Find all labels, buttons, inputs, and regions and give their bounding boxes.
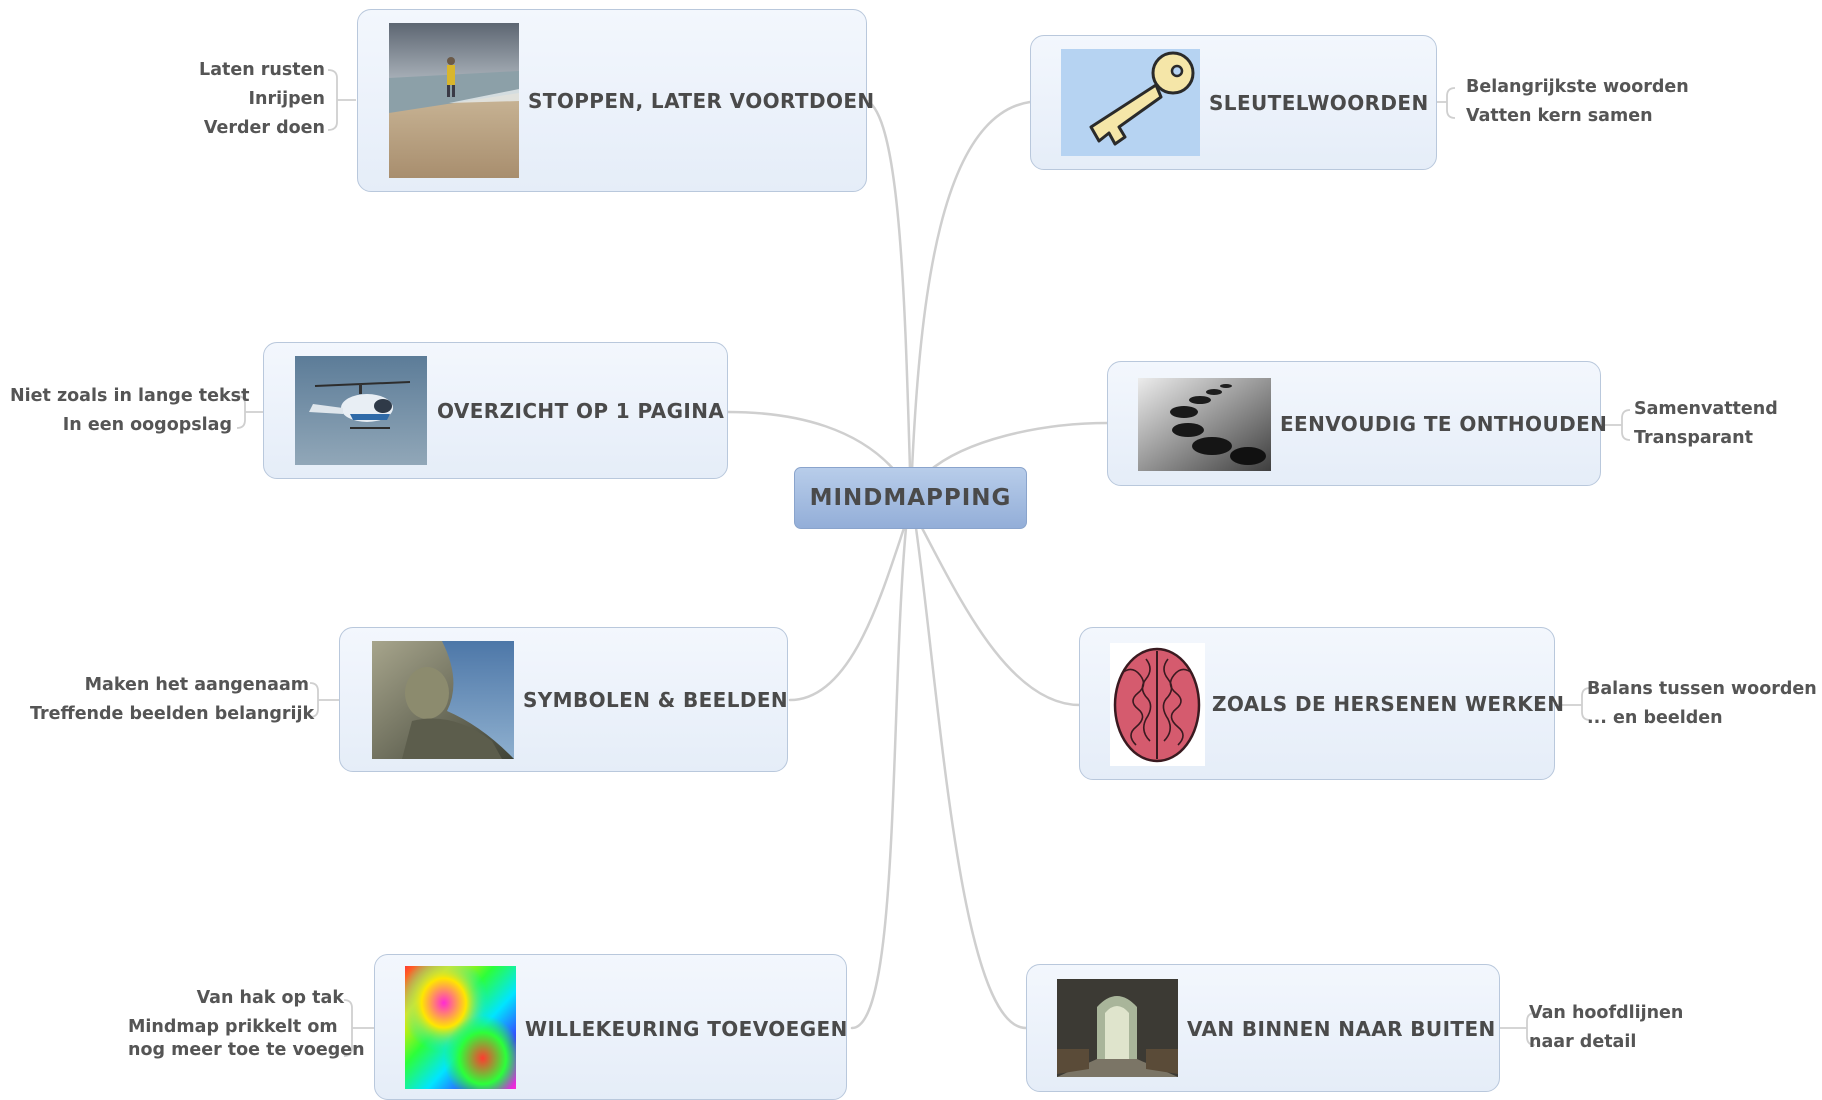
connector-symbolen [788, 526, 906, 702]
subtopic-item[interactable]: Verder doen [203, 118, 325, 138]
topic-binnen[interactable]: VAN BINNEN NAAR BUITEN [1026, 964, 1500, 1092]
subtopic-item[interactable]: Treffende beelden belangrijk [30, 704, 315, 724]
connector-hersenen [920, 526, 1082, 707]
subtopics-willekeuring: Van hak op tak Mindmap prikkelt om nog m… [100, 987, 365, 1062]
connector-overzicht [726, 410, 898, 474]
topic-symbolen[interactable]: SYMBOLEN & BEELDEN [339, 627, 788, 772]
topic-label: WILLEKEURING TOEVOEGEN [525, 1017, 848, 1041]
subtopic-item[interactable]: Maken het aangenaam [84, 675, 309, 695]
subtopic-item[interactable]: Vatten kern samen [1466, 106, 1653, 126]
subtopic-item[interactable]: Niet zoals in lange tekst [10, 386, 250, 406]
subtopic-item[interactable]: Samenvattend [1634, 399, 1778, 419]
topic-eenvoudig[interactable]: EENVOUDIG TE ONTHOUDEN [1107, 361, 1607, 486]
statue-image [372, 641, 514, 759]
topic-hersenen[interactable]: ZOALS DE HERSENEN WERKEN [1079, 627, 1564, 780]
subtopic-item[interactable]: Inrijpen [248, 89, 325, 109]
subtopics-hersenen: Balans tussen woorden ... ... en beelden [1587, 675, 1822, 733]
connector-stoppen [863, 98, 912, 472]
subtopic-item[interactable]: ... en beelden [1587, 708, 1723, 728]
subtopics-sleutelwoorden: Belangrijkste woorden Vatten kern samen [1466, 73, 1689, 131]
subtopic-item[interactable]: Belangrijkste woorden [1466, 77, 1689, 97]
subtopic-item[interactable]: Balans tussen woorden ... [1587, 679, 1822, 699]
stepping-stones-image [1138, 378, 1271, 471]
topic-label: OVERZICHT OP 1 PAGINA [437, 399, 725, 423]
topic-label: SLEUTELWOORDEN [1209, 91, 1429, 115]
subtopic-item[interactable]: Laten rusten [199, 60, 325, 80]
key-image [1061, 49, 1200, 156]
subtopic-item[interactable]: Van hoofdlijnen [1529, 1003, 1684, 1023]
topic-label: STOPPEN, LATER VOORTDOEN [528, 89, 875, 113]
topic-label: SYMBOLEN & BEELDEN [523, 688, 789, 712]
rainbow-pattern-image [405, 966, 516, 1089]
topic-willekeuring[interactable]: WILLEKEURING TOEVOEGEN [374, 954, 847, 1100]
beach-walker-image [389, 23, 519, 178]
subtopic-item[interactable]: Van hak op tak [196, 988, 344, 1008]
topic-label: EENVOUDIG TE ONTHOUDEN [1280, 412, 1608, 436]
subtopics-binnen: Van hoofdlijnen naar detail [1529, 999, 1683, 1057]
gate-tunnel-image [1057, 979, 1178, 1077]
helicopter-image [295, 356, 427, 465]
connector-binnen [914, 526, 1028, 1030]
central-topic[interactable]: MINDMAPPING [794, 467, 1027, 529]
connector-sleutelwoorden [910, 100, 1032, 472]
topic-overzicht[interactable]: OVERZICHT OP 1 PAGINA [263, 342, 728, 479]
subtopic-item[interactable]: Transparant [1634, 428, 1753, 448]
subtopic-item[interactable]: In een oogopslag [62, 415, 232, 435]
connector-eenvoudig [926, 421, 1110, 474]
subtopics-symbolen: Maken het aangenaam Treffende beelden be… [30, 671, 315, 729]
subtopic-item[interactable]: Mindmap prikkelt om [128, 1017, 338, 1037]
connector-willekeuring [850, 526, 908, 1030]
topic-stoppen[interactable]: STOPPEN, LATER VOORTDOEN [357, 9, 874, 192]
brain-image [1110, 643, 1205, 766]
topic-sleutelwoorden[interactable]: SLEUTELWOORDEN [1030, 35, 1437, 170]
topic-label: ZOALS DE HERSENEN WERKEN [1212, 692, 1565, 716]
topic-label: VAN BINNEN NAAR BUITEN [1187, 1017, 1496, 1041]
subtopics-stoppen: Laten rusten Inrijpen Verder doen [150, 56, 325, 143]
subtopics-eenvoudig: Samenvattend Transparant [1634, 395, 1778, 453]
subtopics-overzicht: Niet zoals in lange tekst In een oogopsl… [10, 382, 250, 440]
subtopic-item[interactable]: naar detail [1529, 1032, 1637, 1052]
subtopic-item[interactable]: nog meer toe te voegen [128, 1040, 365, 1060]
